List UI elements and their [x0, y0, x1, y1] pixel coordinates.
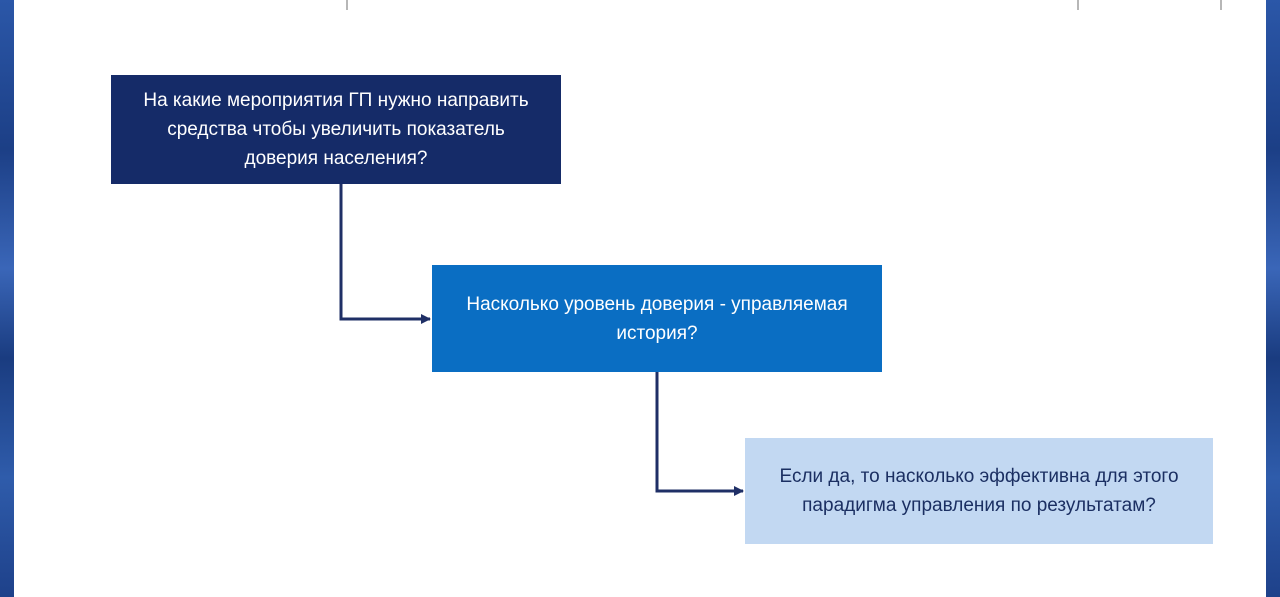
- top-divider-line: [1220, 0, 1222, 10]
- top-divider-line: [1077, 0, 1079, 10]
- question-box-1: На какие мероприятия ГП нужно направить …: [111, 75, 561, 184]
- connector-q2-q3: [655, 372, 744, 496]
- question-text-2: Насколько уровень доверия - управляемая …: [466, 293, 848, 344]
- question-box-2: Насколько уровень доверия - управляемая …: [432, 265, 882, 372]
- question-box-3: Если да, то насколько эффективна для это…: [745, 438, 1213, 544]
- slide-frame-right: [1266, 0, 1280, 597]
- question-text-1: На какие мероприятия ГП нужно направить …: [143, 90, 529, 169]
- slide-frame-left: [0, 0, 14, 597]
- question-text-3: Если да, то насколько эффективна для это…: [779, 466, 1179, 516]
- top-divider-line: [346, 0, 348, 10]
- connector-q1-q2: [339, 184, 431, 324]
